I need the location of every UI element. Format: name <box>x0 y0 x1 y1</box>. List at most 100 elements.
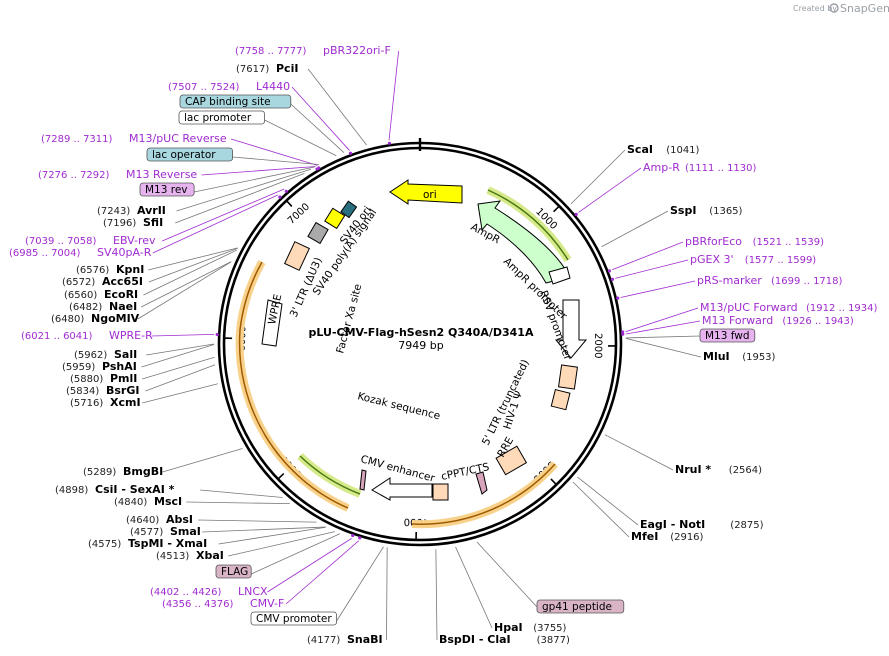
primer-site-mark <box>621 332 625 336</box>
right-label-5[interactable]: pRS-marker(1699 .. 1718) <box>697 274 843 287</box>
left-label-14[interactable]: (6572)Acc65I <box>62 275 143 288</box>
ori-feature[interactable] <box>389 179 463 205</box>
leader-line <box>162 448 243 473</box>
left-label-28[interactable]: (4577)SmaI <box>130 525 201 538</box>
ampr-promoter-feature[interactable] <box>548 266 571 285</box>
left-label-22[interactable]: (5834)BsrGI <box>66 384 139 397</box>
right-label-10[interactable]: NruI *(2564) <box>675 463 762 476</box>
left-label-12[interactable]: (6985 .. 7004)SV40pA-R <box>9 246 152 259</box>
right-label-9[interactable]: MluI(1953) <box>703 350 776 363</box>
right-label-12[interactable]: MfeI(2916) <box>631 530 704 543</box>
sv40-polya-feature[interactable] <box>307 221 329 245</box>
flag-feature[interactable] <box>359 469 367 491</box>
label-position: (6482) <box>69 302 102 313</box>
right-label-6[interactable]: M13/pUC Forward(1912 .. 1934) <box>700 301 878 314</box>
left-label-25[interactable]: (4898)CsiI - SexAI * <box>55 483 175 496</box>
label-position: (5880) <box>70 374 103 385</box>
right-label-3[interactable]: pBRforEco(1521 .. 1539) <box>685 235 824 248</box>
left-label-13[interactable]: (6576)KpnI <box>76 263 144 276</box>
left-label-4[interactable]: lac promoter <box>178 110 265 125</box>
leader-line <box>162 188 285 242</box>
left-label-32[interactable]: (4402 .. 4426)LNCX <box>150 585 268 598</box>
left-label-15[interactable]: (6560)EcoRI <box>64 288 138 301</box>
cmv-enhancer-feature[interactable] <box>371 477 433 501</box>
leader-line <box>176 168 312 212</box>
left-label-20[interactable]: (5959)PshAI <box>62 360 137 373</box>
left-label-29[interactable]: (4575) TspMI - XmaI <box>88 537 207 550</box>
rre-feature[interactable] <box>495 445 528 476</box>
label-box <box>178 110 265 125</box>
leader-line <box>186 501 290 505</box>
left-label-6[interactable]: lac operator <box>146 147 233 162</box>
left-label-8[interactable]: M13 rev <box>139 182 195 197</box>
left-label-9[interactable]: (7243)AvrII <box>97 204 166 217</box>
leader-line <box>228 531 336 557</box>
right-label-1[interactable]: Amp-R(1111 .. 1130) <box>643 161 757 174</box>
right-label-8[interactable]: M13 fwd <box>699 328 756 343</box>
left-labels: (7758 .. 7777)pBR322ori-F (7617)PciI (7507… <box>9 44 391 646</box>
label-box <box>536 599 625 614</box>
rsv-promoter-feature[interactable] <box>554 299 588 359</box>
gp41-feature[interactable] <box>475 471 488 495</box>
label-name: BmgBI <box>123 465 163 478</box>
left-label-11[interactable]: (7039 .. 7058)EBV-rev <box>25 234 156 247</box>
left-label-23[interactable]: (5716)XcmI <box>70 396 141 409</box>
right-label-14[interactable]: HpaI(3755) <box>494 621 567 634</box>
label-position: (5289) <box>83 467 116 478</box>
label-name: FLAG <box>221 566 248 578</box>
left-label-2[interactable]: (7507 .. 7524)L4440 <box>168 80 290 93</box>
label-name: TspMI - XmaI <box>128 537 207 550</box>
label-position: (2916) <box>670 532 703 543</box>
left-label-17[interactable]: (6480)NgoMIV <box>51 312 140 325</box>
leader-line <box>455 546 493 629</box>
label-name: M13 rev <box>145 184 188 196</box>
left-label-16[interactable]: (6482)NaeI <box>69 300 137 313</box>
label-name: Acc65I <box>102 275 143 288</box>
right-label-0[interactable]: ScaI(1041) <box>627 143 700 156</box>
right-label-11[interactable]: EagI - NotI(2875) <box>640 518 764 531</box>
left-label-1[interactable]: (7617)PciI <box>236 62 298 75</box>
label-position: (7507 .. 7524) <box>168 82 240 93</box>
left-label-34[interactable]: CMV promoter <box>250 611 337 626</box>
left-label-27[interactable]: (4640)AbsI <box>126 513 193 526</box>
right-label-7[interactable]: M13 Forward(1926 .. 1943) <box>702 314 854 327</box>
left-label-0[interactable]: (7758 .. 7777)pBR322ori-F <box>235 44 391 57</box>
right-label-2[interactable]: SspI(1365) <box>670 204 743 217</box>
cppt-feature[interactable] <box>432 483 449 501</box>
label-name: Amp-R <box>643 161 680 174</box>
left-label-31[interactable]: FLAG <box>215 564 252 579</box>
sv40-promoter-feature[interactable] <box>340 200 358 219</box>
leader-line <box>285 540 360 605</box>
label-name: pGEX 3' <box>690 253 734 266</box>
leader-line <box>577 476 639 526</box>
left-label-18[interactable]: (6021 .. 6041)WPRE-R <box>21 329 153 342</box>
primer-site-mark <box>574 212 578 216</box>
left-label-35[interactable]: (4177)SnaBI <box>307 633 383 646</box>
wpre-feature[interactable] <box>261 299 283 347</box>
ltr-3-feature[interactable] <box>284 241 310 271</box>
ltr-5-feature[interactable] <box>550 388 571 411</box>
primer-site-mark <box>358 536 362 540</box>
label-name: SnaBI <box>347 633 383 646</box>
left-label-3[interactable]: CAP binding site <box>179 94 292 109</box>
left-label-33[interactable]: (4356 .. 4376)CMV-F <box>162 597 284 610</box>
label-position: (7243) <box>97 206 130 217</box>
left-label-10[interactable]: (7196)SfiI <box>103 216 163 229</box>
label-position: (6480) <box>51 314 84 325</box>
left-label-26[interactable]: (4840)MscI <box>114 495 182 508</box>
right-label-4[interactable]: pGEX 3'(1577 .. 1599) <box>690 253 816 266</box>
left-label-21[interactable]: (5880)PmlI <box>70 372 137 385</box>
sv40-ori-feature[interactable] <box>324 207 346 230</box>
left-label-30[interactable]: (4513)XbaI <box>156 549 224 562</box>
label-position: (4575) <box>88 539 121 550</box>
left-label-7[interactable]: (7276 .. 7292)M13 Reverse <box>38 168 197 181</box>
right-labels: ScaI(1041) Amp-R(1111 .. 1130) SspI(1365) p… <box>439 143 878 646</box>
right-label-13[interactable]: gp41 peptide <box>536 599 625 614</box>
left-label-5[interactable]: (7289 .. 7311)M13/pUC Reverse <box>41 132 227 145</box>
leader-line <box>476 541 538 608</box>
left-label-24[interactable]: (5289) BmgBI <box>83 465 163 478</box>
leader-line <box>307 68 367 146</box>
right-label-15[interactable]: BspDI - ClaI(3877) <box>439 633 570 646</box>
hiv-psi-feature[interactable] <box>557 364 579 390</box>
left-label-19[interactable]: (5962)SalI <box>74 348 137 361</box>
